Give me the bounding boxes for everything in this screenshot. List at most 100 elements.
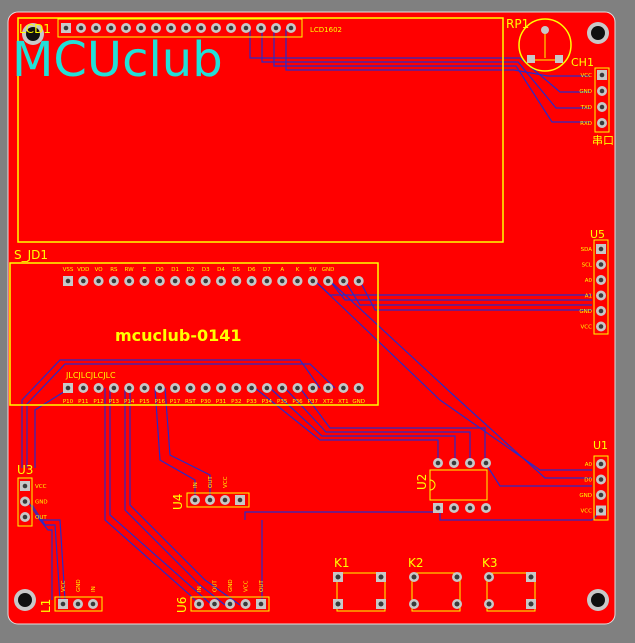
pin-label: P30 xyxy=(201,399,212,405)
pin-label: VDD xyxy=(77,267,89,273)
pin-pad xyxy=(292,383,303,393)
pin-label: D7 xyxy=(263,267,271,273)
pin-label: P10 xyxy=(63,399,74,405)
pin-pad xyxy=(216,383,226,393)
pin-pad xyxy=(449,458,459,468)
pin-pad xyxy=(596,474,606,485)
pin-pad xyxy=(338,383,349,393)
mcuclub-logo: MCUclub xyxy=(12,32,223,88)
pin-label: A0 xyxy=(585,278,593,284)
pin-label: VCC xyxy=(61,580,67,592)
pin-pad xyxy=(93,383,104,393)
pin-pad xyxy=(93,276,104,286)
pin-label: A0 xyxy=(585,462,593,468)
serial-refdes: CH1 xyxy=(571,56,594,69)
pin-pad xyxy=(170,276,181,286)
pin-label: K xyxy=(296,267,300,273)
pin-label: RW xyxy=(125,267,135,273)
pin-label: P11 xyxy=(78,399,88,405)
pin-label: VCC xyxy=(581,509,593,515)
pin-pad xyxy=(307,383,318,393)
pin-pad xyxy=(211,23,221,33)
pin-pad xyxy=(226,23,236,33)
pin-pad xyxy=(78,276,89,286)
pin-label: P12 xyxy=(93,399,103,405)
pin-pad xyxy=(139,383,150,393)
pin-label: GND xyxy=(35,500,48,506)
pin-label: VCC xyxy=(223,476,229,488)
pin-pad xyxy=(124,383,135,393)
pin-pad xyxy=(433,458,443,468)
pin-label: D5 xyxy=(232,267,240,273)
pin-pad xyxy=(170,383,181,393)
serial-cn-label: 串口 xyxy=(592,134,614,147)
pin-pad xyxy=(205,495,215,505)
pot-pin xyxy=(527,55,535,63)
pin-pad xyxy=(78,383,89,393)
pin-label: GND xyxy=(579,493,592,499)
pin-label: P15 xyxy=(139,399,150,405)
pin-label: VSS xyxy=(63,267,74,273)
pin-pad xyxy=(61,23,71,33)
pin-pad xyxy=(63,276,73,286)
pin-pad xyxy=(271,23,281,33)
pin-pad xyxy=(465,458,475,468)
pin-pad xyxy=(596,259,606,270)
sjd-refdes: S_JD1 xyxy=(14,248,48,262)
pin-label: VCC xyxy=(35,484,47,490)
k3-refdes: K3 xyxy=(482,556,498,570)
pin-label: D6 xyxy=(248,267,256,273)
pin-label: P14 xyxy=(124,399,135,405)
pin-label: P13 xyxy=(109,399,120,405)
pin-pad xyxy=(136,23,146,33)
k1-refdes: K1 xyxy=(334,556,350,570)
pin-label: P35 xyxy=(277,399,288,405)
pin-pad xyxy=(597,70,607,80)
pin-pad xyxy=(231,383,242,393)
pin-label: SDA xyxy=(581,247,593,253)
pin-pad xyxy=(597,102,607,112)
pin-label: P16 xyxy=(155,399,166,405)
pin-label: SCL xyxy=(582,263,593,269)
jlc-label: JLCJLCJLCJLC xyxy=(65,371,116,380)
pin-pad xyxy=(240,599,251,609)
rp1-refdes: RP1 xyxy=(506,17,529,31)
pin-label: RST xyxy=(185,399,196,405)
l1-refdes: L1 xyxy=(39,599,53,613)
pin-pad xyxy=(20,481,30,491)
u4-refdes: U4 xyxy=(171,494,185,510)
pin-label: P32 xyxy=(231,399,241,405)
pin-pad xyxy=(151,23,161,33)
pin-pad xyxy=(597,86,607,96)
pin-pad xyxy=(20,512,30,522)
pin-label: A1 xyxy=(585,294,592,300)
pin-pad xyxy=(200,383,211,393)
pin-label: XT2 xyxy=(323,399,334,405)
push-button-k2: K2 xyxy=(408,556,462,612)
pin-pad xyxy=(465,503,475,513)
pin-label: VO xyxy=(95,267,104,273)
mounting-hole xyxy=(18,593,32,607)
pin-pad xyxy=(194,599,204,609)
pin-pad xyxy=(166,23,176,33)
pin-label: D2 xyxy=(187,267,195,273)
pin-pad xyxy=(596,244,606,254)
u5-refdes: U5 xyxy=(590,228,605,241)
pin-pad xyxy=(108,276,119,286)
pin-label: OUT xyxy=(213,580,219,592)
pin-label: OUT xyxy=(208,476,214,488)
lcd-subtitle: LCD1602 xyxy=(310,26,342,34)
pin-label: OUT xyxy=(35,515,47,521)
pin-pad xyxy=(91,23,101,33)
pin-pad xyxy=(73,599,83,609)
pin-pad xyxy=(353,383,364,393)
